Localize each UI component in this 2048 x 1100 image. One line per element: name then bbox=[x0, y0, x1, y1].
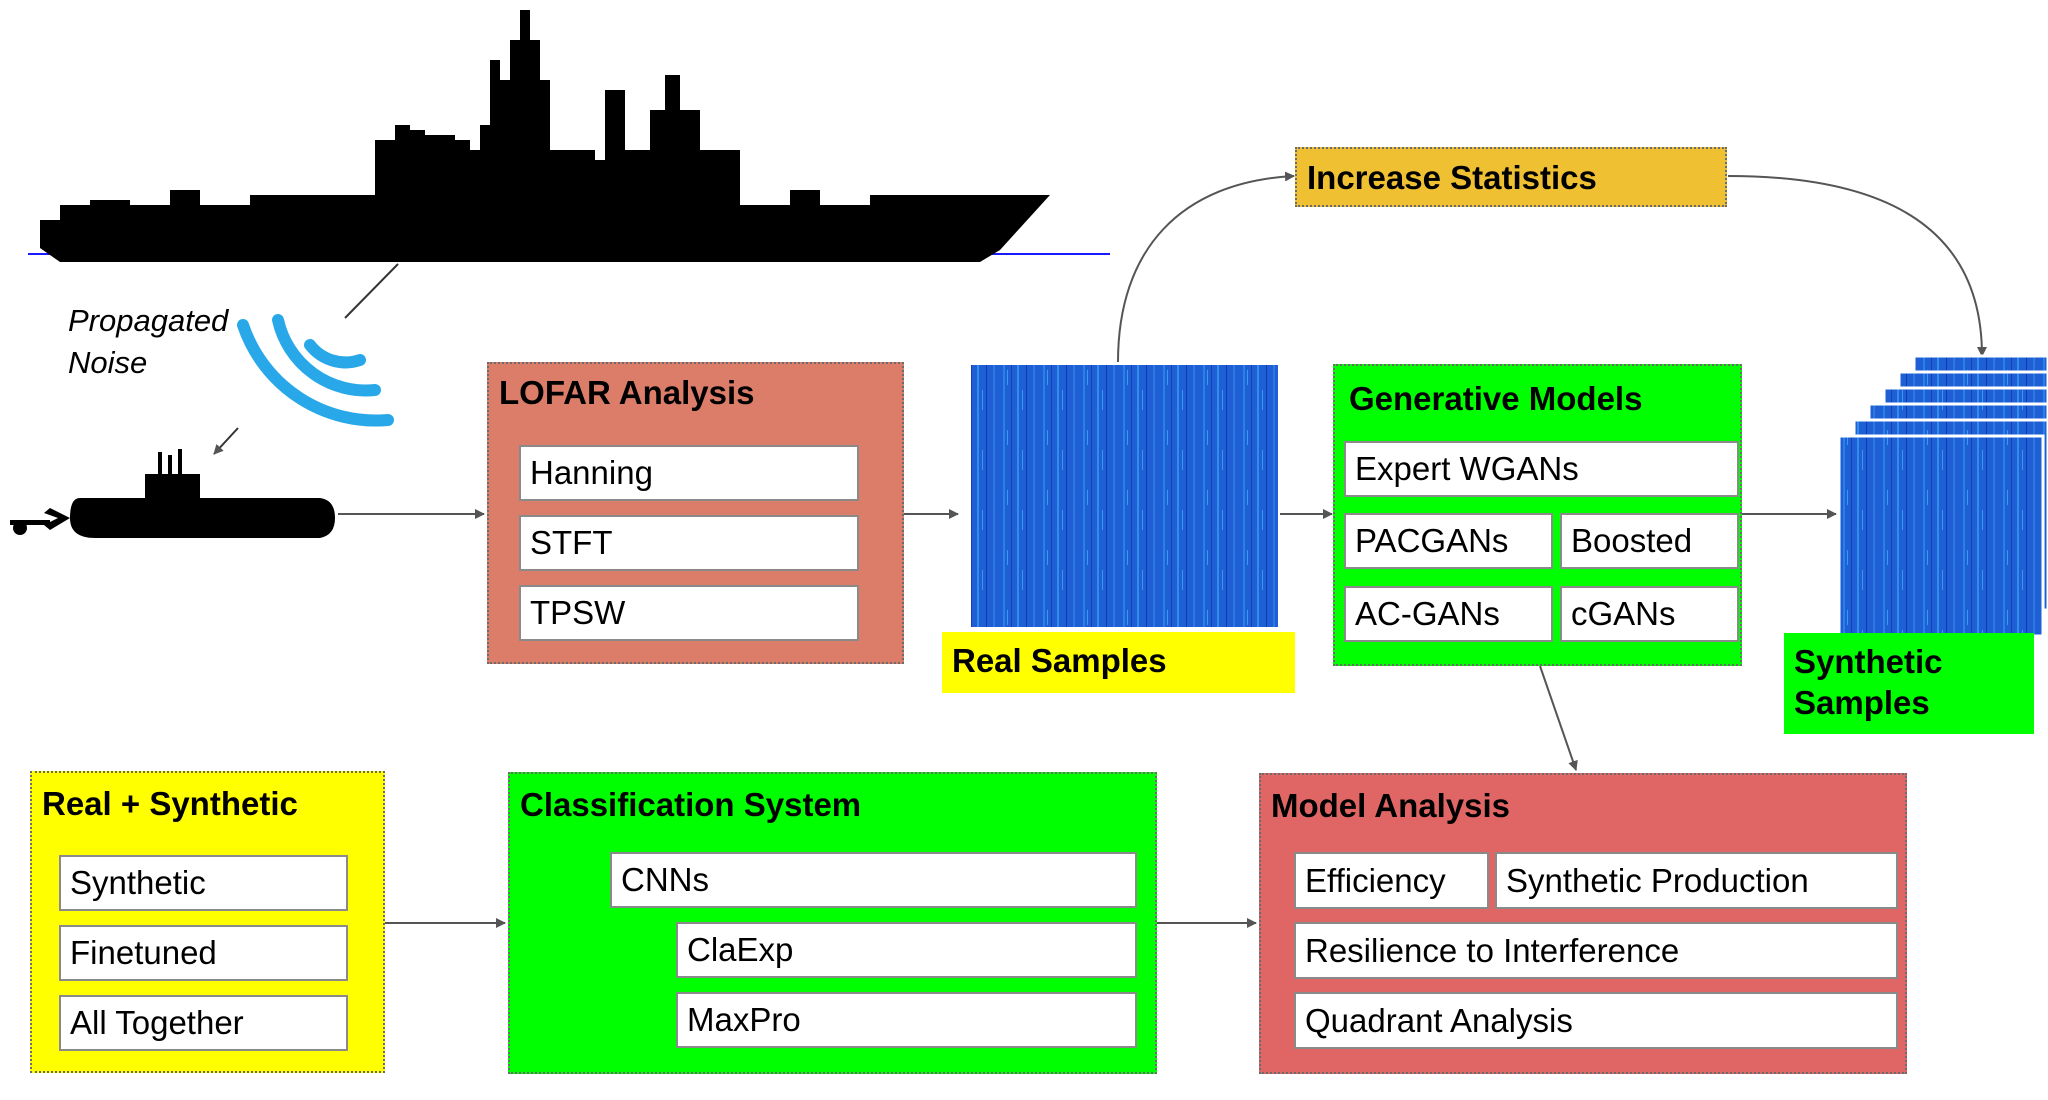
increase-statistics-box: Increase Statistics bbox=[1295, 147, 1727, 207]
real-synthetic-title: Real + Synthetic bbox=[42, 785, 298, 822]
arrow-generative-to-model-analysis bbox=[1539, 665, 1578, 771]
generative-item-boosted: Boosted bbox=[1560, 513, 1739, 569]
lofar-analysis-panel: LOFAR Analysis Hanning STFT TPSW bbox=[487, 362, 904, 664]
lofar-item-tpsw: TPSW bbox=[519, 585, 859, 641]
real-synthetic-panel: Real + Synthetic Synthetic Finetuned All… bbox=[30, 771, 385, 1073]
submarine-silhouette bbox=[10, 449, 335, 538]
model-analysis-item-efficiency: Efficiency bbox=[1294, 852, 1489, 909]
model-analysis-item-quadrant: Quadrant Analysis bbox=[1294, 992, 1898, 1049]
real-samples-label: Real Samples bbox=[942, 632, 1295, 693]
synthetic-spectrogram-stack bbox=[1837, 354, 2048, 638]
propagated-noise-label: Propagated Noise bbox=[68, 303, 229, 380]
generative-item-pacgans: PACGANs bbox=[1344, 513, 1553, 569]
lofar-analysis-title: LOFAR Analysis bbox=[499, 374, 755, 411]
model-analysis-title: Model Analysis bbox=[1271, 787, 1511, 824]
generative-item-ac-gans: AC-GANs bbox=[1344, 586, 1553, 642]
model-analysis-item-resilience: Resilience to Interference bbox=[1294, 922, 1898, 979]
classification-item-claexp: ClaExp bbox=[676, 922, 1137, 978]
generative-models-panel: Generative Models Expert WGANs PACGANs B… bbox=[1333, 364, 1742, 666]
arrow-increase-stats-to-synthetic bbox=[1727, 175, 1987, 357]
lofar-item-hanning: Hanning bbox=[519, 445, 859, 501]
synthetic-samples-label: Synthetic Samples bbox=[1784, 633, 2034, 734]
real-synthetic-item-synthetic: Synthetic bbox=[59, 855, 348, 911]
lofar-item-stft: STFT bbox=[519, 515, 859, 571]
model-analysis-panel: Model Analysis Efficiency Synthetic Prod… bbox=[1259, 773, 1907, 1074]
classification-system-panel: Classification System CNNs ClaExp MaxPro bbox=[508, 772, 1157, 1074]
arrow-real-to-increase-stats bbox=[1117, 171, 1295, 363]
real-spectrogram-image bbox=[971, 365, 1278, 627]
classification-item-maxpro: MaxPro bbox=[676, 992, 1137, 1048]
sound-waves-icon bbox=[237, 314, 394, 427]
classification-system-title: Classification System bbox=[520, 786, 862, 823]
noise-arrow bbox=[213, 427, 239, 455]
real-synthetic-item-all-together: All Together bbox=[59, 995, 348, 1051]
ship-connector-line bbox=[344, 263, 399, 319]
classification-item-cnns: CNNs bbox=[610, 852, 1137, 908]
generative-item-cgans: cGANs bbox=[1560, 586, 1739, 642]
generative-models-title: Generative Models bbox=[1349, 380, 1643, 417]
model-analysis-item-synthetic-production: Synthetic Production bbox=[1495, 852, 1898, 909]
ship-silhouette bbox=[28, 10, 1110, 262]
generative-item-expert-wgans: Expert WGANs bbox=[1344, 441, 1739, 497]
real-synthetic-item-finetuned: Finetuned bbox=[59, 925, 348, 981]
